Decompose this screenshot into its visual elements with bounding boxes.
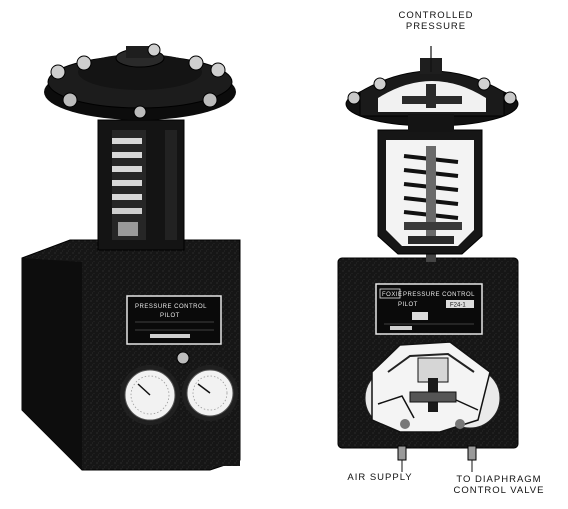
controlled-pressure-label-line1: CONTROLLED: [398, 10, 474, 21]
right-nameplate: FOXIE PRESSURE CONTROL PILOT F24-1: [375, 283, 483, 335]
diaphragm-label-line2: CONTROL VALVE: [453, 485, 545, 496]
left-nameplate-line2: PILOT: [160, 313, 180, 319]
right-relay-cutaway: [364, 341, 501, 433]
air-supply-port: [397, 445, 407, 472]
air-supply-label: AIR SUPPLY: [347, 472, 413, 483]
diaphragm-control-valve-label: TO DIAPHRAGM CONTROL VALVE: [440, 474, 558, 496]
right-nameplate-brand: FOXIE: [382, 292, 403, 298]
left-gauge-2: [182, 365, 238, 421]
left-nameplate-line1: PRESSURE CONTROL: [135, 304, 207, 310]
left-pilot-exterior: PRESSURE CONTROL PILOT: [21, 43, 241, 471]
right-nameplate-line1: PRESSURE CONTROL: [403, 292, 475, 298]
left-gauge-1: [120, 365, 180, 425]
left-spring-housing: [97, 119, 185, 251]
controlled-pressure-label-line2: PRESSURE: [405, 21, 467, 32]
right-nameplate-line2: PILOT: [398, 302, 418, 308]
left-base-body: [21, 239, 241, 471]
right-nameplate-model: F24-1: [450, 303, 466, 309]
diaphragm-label-line1: TO DIAPHRAGM: [456, 474, 542, 485]
left-nameplate: PRESSURE CONTROL PILOT: [126, 295, 222, 345]
right-pilot-section: FOXIE PRESSURE CONTROL PILOT F24-1: [337, 46, 519, 472]
diaphragm-port: [467, 445, 477, 472]
left-top-flange: [44, 43, 236, 120]
controlled-pressure-label: CONTROLLED PRESSURE: [388, 10, 484, 32]
right-diaphragm-case: [345, 46, 519, 132]
right-spring-housing: [377, 129, 483, 255]
left-plug: [176, 351, 190, 365]
